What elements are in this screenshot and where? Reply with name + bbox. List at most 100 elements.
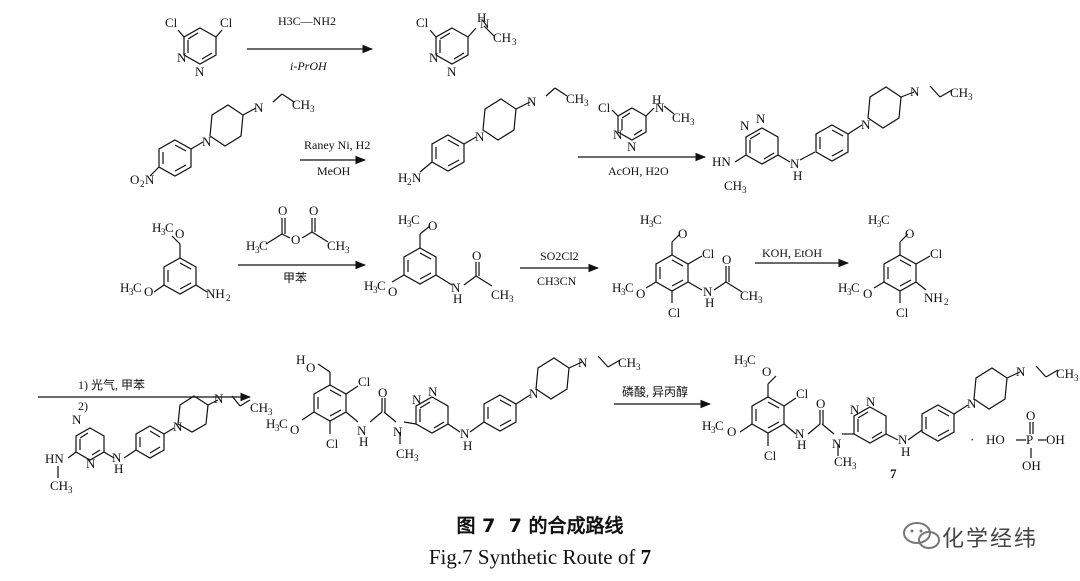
- acetic-anhydride-structure: [265, 218, 329, 245]
- reagent-acoh-water: AcOH, H2O: [608, 164, 669, 178]
- svg-text:O: O: [762, 364, 771, 379]
- svg-text:C: C: [625, 280, 634, 295]
- svg-text:H: H: [463, 438, 472, 453]
- svg-text:O: O: [816, 396, 825, 411]
- svg-text:3: 3: [345, 245, 350, 255]
- svg-text:N: N: [613, 127, 623, 142]
- nitrophenylpiperazine-structure: [149, 93, 295, 177]
- svg-text:N: N: [850, 402, 860, 417]
- svg-text:CH: CH: [740, 288, 758, 303]
- svg-text:OH: OH: [1046, 432, 1065, 447]
- compound-7-structure: [739, 365, 1059, 456]
- svg-text:N: N: [428, 384, 438, 399]
- svg-text:N: N: [177, 50, 187, 65]
- svg-text:N: N: [86, 456, 96, 471]
- svg-text:C: C: [715, 418, 724, 433]
- svg-text:3: 3: [268, 407, 273, 417]
- svg-text:N: N: [412, 392, 422, 407]
- svg-text:N: N: [173, 419, 183, 434]
- svg-text:H: H: [453, 291, 462, 306]
- caption-en-prefix: Fig.7 Synthetic Route of: [428, 545, 641, 569]
- svg-text:3: 3: [407, 219, 412, 229]
- reagent-acetonitrile: CH3CN: [537, 274, 577, 288]
- svg-text:3: 3: [161, 227, 166, 237]
- svg-text:3: 3: [1074, 373, 1079, 383]
- svg-text:·: ·: [970, 432, 974, 447]
- chloro-methylaminopyrimidine-structure: [429, 25, 495, 65]
- svg-text:H: H: [702, 418, 711, 433]
- svg-text:N: N: [861, 117, 871, 132]
- caption-english: Fig.7 Synthetic Route of 7: [0, 545, 1080, 570]
- reagent-phosphoric-acid: 磷酸, 异丙醇: [622, 384, 688, 399]
- svg-text:N: N: [795, 426, 805, 441]
- reagent-step1: 1) 光气, 甲苯: [78, 377, 145, 392]
- svg-text:3: 3: [414, 453, 419, 463]
- svg-text:CH: CH: [1056, 366, 1074, 381]
- svg-text:N: N: [202, 134, 212, 149]
- svg-text:N: N: [480, 16, 490, 31]
- dichloropyrimidine-structure: [177, 27, 223, 65]
- svg-text:3: 3: [968, 92, 973, 102]
- svg-text:N: N: [740, 118, 750, 133]
- svg-text:O: O: [636, 286, 645, 301]
- svg-text:2: 2: [140, 179, 145, 189]
- reagent-methylamine: H3C—NH2: [278, 14, 336, 28]
- svg-text:O: O: [291, 232, 300, 247]
- svg-text:N: N: [112, 450, 122, 465]
- svg-text:3: 3: [690, 117, 695, 127]
- svg-text:H: H: [705, 295, 714, 310]
- svg-text:Cl: Cl: [796, 386, 809, 401]
- svg-text:H: H: [797, 437, 806, 452]
- svg-text:CH: CH: [834, 454, 852, 469]
- svg-text:C: C: [881, 212, 890, 227]
- svg-text:N: N: [357, 423, 367, 438]
- svg-text:Cl: Cl: [416, 15, 429, 30]
- svg-text:N: N: [832, 436, 842, 451]
- svg-text:P: P: [1026, 432, 1033, 447]
- reagent-koh-etoh: KOH, EtOH: [762, 246, 822, 260]
- svg-text:3: 3: [584, 98, 589, 108]
- svg-text:O: O: [278, 203, 287, 218]
- svg-text:C: C: [411, 212, 420, 227]
- svg-text:O: O: [727, 424, 736, 439]
- svg-text:N: N: [254, 100, 264, 115]
- svg-text:CH: CH: [672, 110, 690, 125]
- svg-text:H: H: [266, 416, 275, 431]
- compound-7-label: 7: [890, 466, 897, 481]
- svg-text:3: 3: [877, 219, 882, 229]
- svg-text:2: 2: [944, 297, 949, 307]
- svg-text:CH: CH: [491, 287, 509, 302]
- dichloro-dimethoxyaniline-structure: [873, 233, 931, 303]
- svg-text:CH: CH: [493, 30, 511, 45]
- caption-en-num: 7: [640, 545, 652, 569]
- svg-text:CH: CH: [724, 178, 742, 193]
- svg-text:3: 3: [509, 294, 514, 304]
- svg-text:H: H: [246, 238, 255, 253]
- svg-text:H: H: [612, 280, 621, 295]
- svg-text:HN: HN: [45, 451, 64, 466]
- svg-text:HN: HN: [712, 154, 731, 169]
- svg-text:N: N: [429, 50, 439, 65]
- intermediate-pyrimidinylamine-structure: [734, 85, 953, 165]
- svg-text:C: C: [653, 212, 662, 227]
- reagent-so2cl2: SO2Cl2: [540, 249, 579, 263]
- svg-text:C: C: [747, 352, 756, 367]
- svg-text:3: 3: [636, 362, 641, 372]
- svg-text:C: C: [165, 220, 174, 235]
- svg-text:3: 3: [129, 287, 134, 297]
- svg-text:N: N: [910, 84, 920, 99]
- svg-text:O: O: [306, 360, 315, 375]
- aminophenylpiperazine-structure: [419, 87, 568, 173]
- svg-text:3: 3: [68, 485, 73, 495]
- svg-text:O: O: [863, 286, 872, 301]
- svg-text:Cl: Cl: [896, 305, 909, 320]
- svg-text:NH: NH: [924, 290, 943, 305]
- svg-text:H: H: [364, 278, 373, 293]
- dichloro-acetamide-structure: [645, 233, 743, 303]
- svg-text:N: N: [790, 156, 800, 171]
- svg-text:CH: CH: [292, 97, 310, 112]
- svg-text:N: N: [475, 129, 485, 144]
- svg-text:NH: NH: [206, 286, 225, 301]
